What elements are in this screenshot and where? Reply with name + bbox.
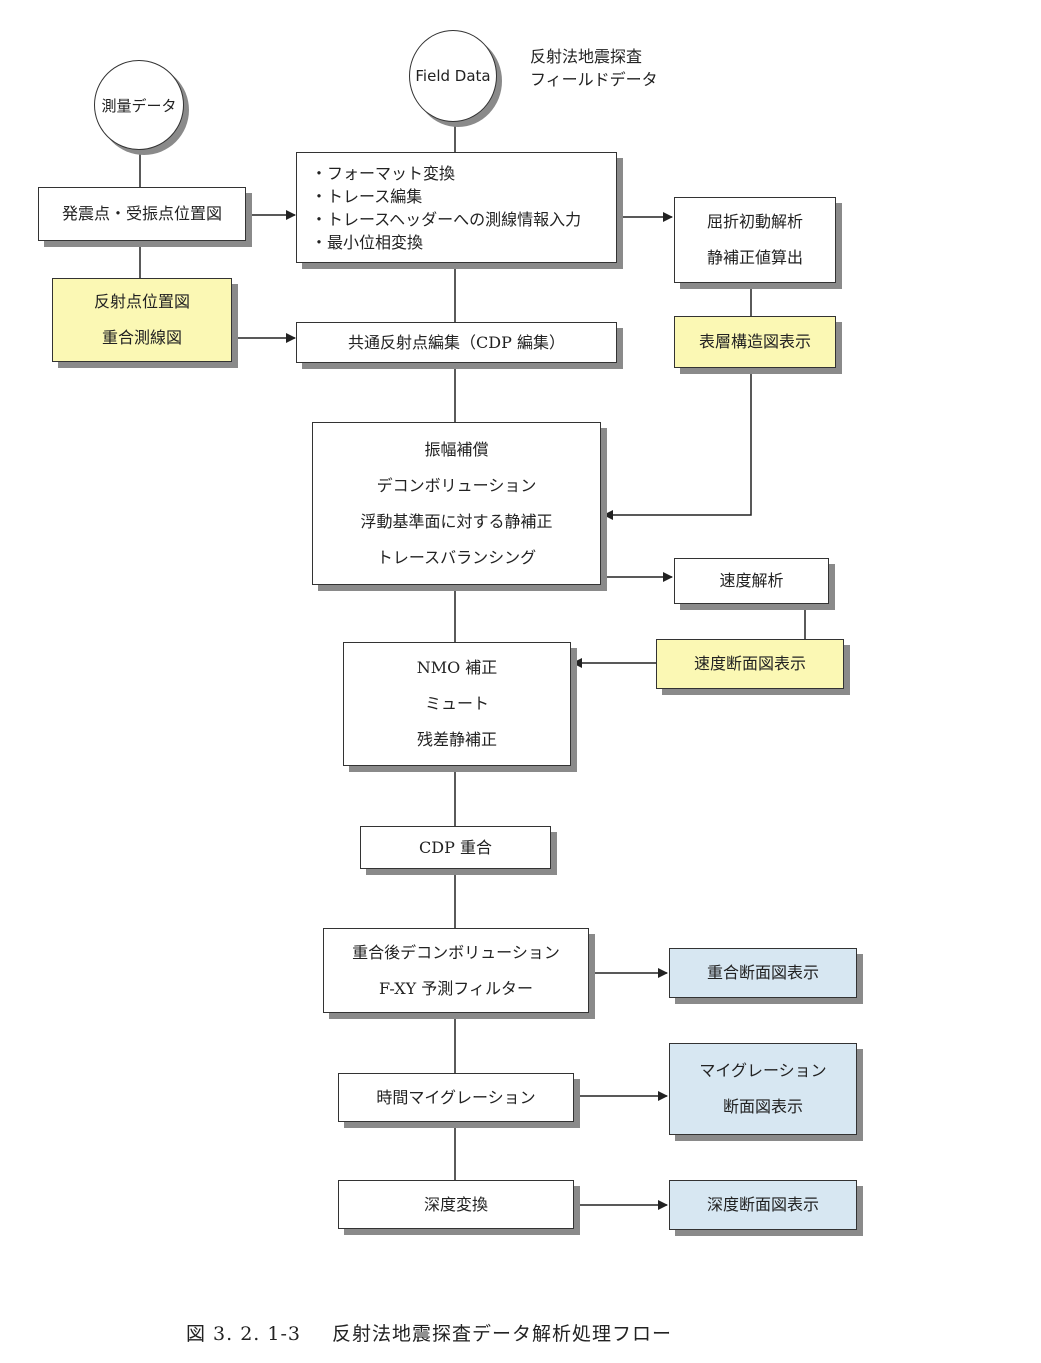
nmo-step-mute: ミュート (424, 694, 489, 713)
velocity-section-box: 速度断面図表示 (656, 639, 844, 689)
stack-line-map-label: 重合測線図 (101, 328, 182, 347)
reflection-point-map-label: 反射点位置図 (93, 292, 190, 311)
cdp-sort-label: 共通反射点編集（CDP 編集） (348, 332, 565, 352)
processing-box: 振幅補償 デコンボリューション 浮動基準面に対する静補正 トレースバランシング (312, 422, 601, 585)
field-data-note: 反射法地震探査 フィールドデータ (530, 45, 658, 91)
survey-data-label: 測量データ (101, 96, 177, 115)
processing-step-balancing: トレースバランシング (376, 547, 537, 567)
stack-section-label: 重合断面図表示 (706, 963, 819, 982)
survey-data-node: 測量データ (94, 60, 184, 150)
shot-receiver-location-label: 発震点・受振点位置図 (61, 204, 222, 223)
migration-section-label-2: 断面図表示 (722, 1097, 803, 1116)
refraction-analysis-box: 屈折初動解析 静補正値算出 (674, 197, 836, 283)
time-migration-box: 時間マイグレーション (338, 1073, 574, 1122)
field-data-node: Field Data (409, 30, 497, 122)
time-migration-label: 時間マイグレーション (376, 1087, 536, 1107)
depth-conversion-box: 深度変換 (338, 1180, 574, 1229)
velocity-section-label: 速度断面図表示 (693, 654, 806, 673)
static-calc-label: 静補正値算出 (706, 248, 803, 267)
migration-section-box: マイグレーション 断面図表示 (669, 1043, 857, 1135)
processing-step-statics: 浮動基準面に対する静補正 (360, 511, 553, 531)
preprocess-step-format: ・フォーマット変換 (311, 163, 456, 183)
migration-section-label-1: マイグレーション (699, 1061, 827, 1080)
post-stack-box: 重合後デコンボリューション F-XY 予測フィルター (323, 928, 589, 1013)
processing-step-decon: デコンボリューション (376, 475, 537, 495)
preprocess-step-header: ・トレースヘッダーへの測線情報入力 (311, 209, 582, 229)
fxy-filter-label: F-XY 予測フィルター (379, 978, 533, 998)
figure-number: 図 3. 2. 1-3 (186, 1323, 301, 1345)
depth-section-label: 深度断面図表示 (706, 1195, 819, 1214)
nmo-step-residual: 残差静補正 (416, 730, 497, 749)
post-stack-decon-label: 重合後デコンボリューション (352, 942, 560, 962)
arrow-surface-to-processing (603, 368, 752, 520)
nmo-step-correction: NMO 補正 (416, 658, 498, 677)
cdp-sort-box: 共通反射点編集（CDP 編集） (296, 322, 617, 363)
processing-step-amplitude: 振幅補償 (424, 439, 489, 459)
shot-receiver-location-box: 発震点・受振点位置図 (38, 187, 246, 241)
nmo-box: NMO 補正 ミュート 残差静補正 (343, 642, 571, 766)
field-data-note-line-2: フィールドデータ (530, 70, 658, 89)
depth-section-box: 深度断面図表示 (669, 1180, 857, 1230)
field-data-label: Field Data (415, 67, 491, 85)
near-surface-structure-box: 表層構造図表示 (674, 316, 836, 368)
velocity-analysis-label: 速度解析 (719, 571, 784, 590)
preprocess-step-min-phase: ・最小位相変換 (311, 232, 424, 252)
near-surface-structure-label: 表層構造図表示 (698, 332, 811, 351)
preprocess-step-trace-edit: ・トレース編集 (311, 186, 423, 206)
preprocessing-box: ・フォーマット変換 ・トレース編集 ・トレースヘッダーへの測線情報入力 ・最小位… (296, 152, 617, 263)
velocity-analysis-box: 速度解析 (674, 558, 829, 604)
stack-section-box: 重合断面図表示 (669, 948, 857, 998)
cdp-stack-label: CDP 重合 (419, 837, 492, 857)
depth-conversion-label: 深度変換 (423, 1194, 488, 1214)
field-data-note-line-1: 反射法地震探査 (530, 47, 643, 66)
reflection-point-map-box: 反射点位置図 重合測線図 (52, 278, 232, 362)
cdp-stack-box: CDP 重合 (360, 826, 551, 869)
figure-title: 反射法地震探査データ解析処理フロー (332, 1323, 673, 1345)
refraction-analysis-label: 屈折初動解析 (706, 212, 803, 231)
